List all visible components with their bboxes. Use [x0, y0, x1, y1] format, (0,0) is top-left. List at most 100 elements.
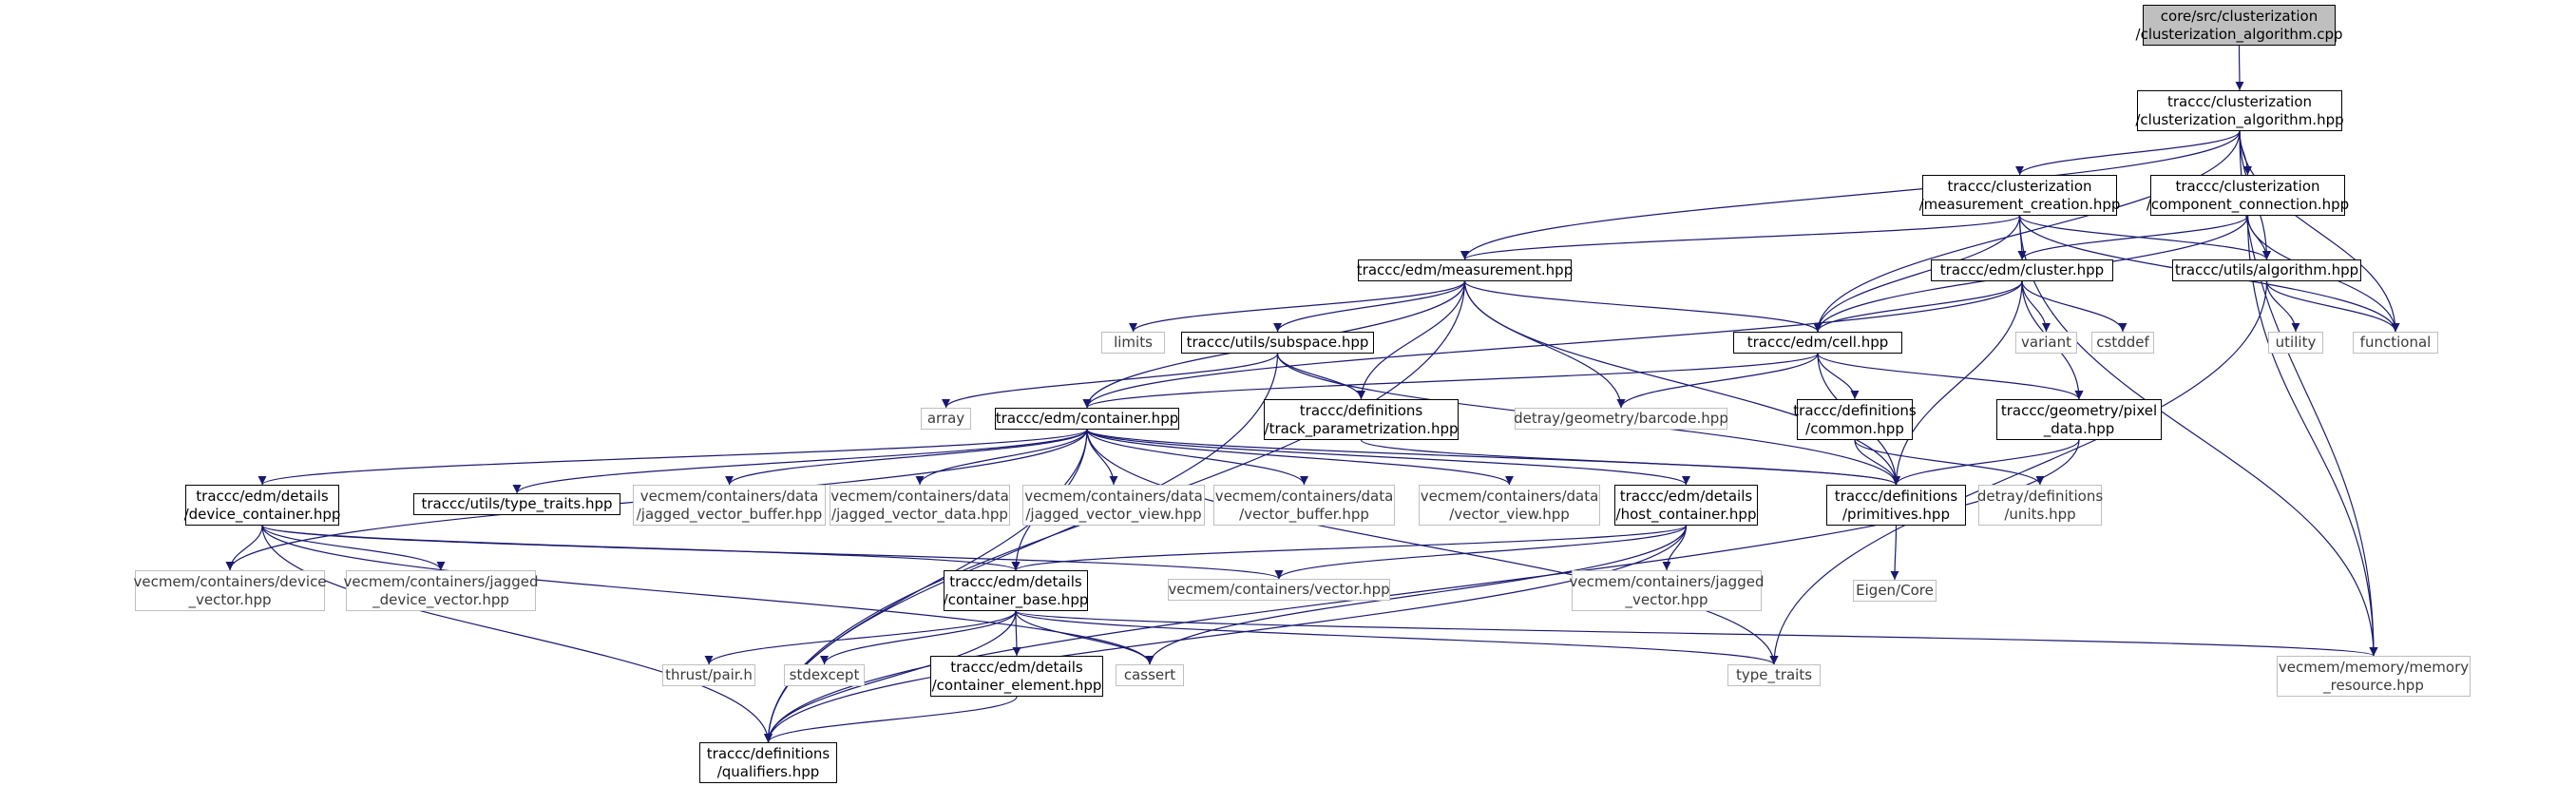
- edge-utils_alg-to-type_traits: [1769, 280, 2268, 665]
- node-units[interactable]: detray/definitions /units.hpp: [1977, 485, 2103, 526]
- node-thrust-pair[interactable]: thrust/pair.h: [662, 664, 755, 686]
- node-functional[interactable]: functional: [2353, 332, 2438, 354]
- node-container-base[interactable]: traccc/edm/details /container_base.hpp: [944, 570, 1088, 611]
- edge-device_container-to-device_vector: [225, 525, 263, 571]
- edge-comp_conn-to-memory_resource: [2246, 215, 2378, 657]
- node-host-container[interactable]: traccc/edm/details /host_container.hpp: [1614, 485, 1758, 526]
- node-jagged-vector[interactable]: vecmem/containers/jagged _vector.hpp: [1570, 570, 1764, 611]
- edge-measurement-to-limits: [1129, 280, 1466, 333]
- edge-alg_hpp-to-cell: [1813, 130, 2241, 333]
- edge-container_base-to-stdexcept: [820, 610, 1017, 665]
- edge-cell-to-pixel_data: [1817, 353, 2084, 400]
- edge-container-to-v_view: [1086, 429, 1514, 486]
- edge-cluster-to-primitives: [1892, 280, 2023, 486]
- edge-cell-to-container: [1082, 353, 1819, 409]
- edge-container_base-to-thrust_pair: [704, 610, 1017, 665]
- node-v-view[interactable]: vecmem/containers/data /vector_view.hpp: [1419, 485, 1600, 526]
- node-stdexcept[interactable]: stdexcept: [784, 664, 865, 686]
- node-eigen-core[interactable]: Eigen/Core: [1853, 580, 1937, 602]
- node-utils-alg[interactable]: traccc/utils/algorithm.hpp: [2172, 259, 2361, 281]
- edge-device_container-to-jagged_device_vector: [261, 525, 446, 571]
- edge-cluster-to-container: [1082, 280, 2023, 409]
- edge-host_container-to-vector_hpp: [1274, 525, 1688, 580]
- edge-cell-to-common: [1817, 353, 1860, 400]
- node-common[interactable]: traccc/definitions /common.hpp: [1793, 399, 1917, 440]
- edge-container-to-host_container: [1086, 429, 1690, 486]
- node-utility[interactable]: utility: [2268, 332, 2323, 354]
- node-device-vector[interactable]: vecmem/containers/device _vector.hpp: [133, 570, 327, 611]
- edge-cluster-to-cell: [1813, 280, 2023, 333]
- node-memory-resource[interactable]: vecmem/memory/memory _resource.hpp: [2277, 656, 2471, 697]
- edge-measurement-to-barcode: [1463, 280, 1626, 409]
- edge-device_container-to-qualifiers: [261, 525, 773, 743]
- node-array[interactable]: array: [921, 408, 971, 430]
- edge-meas_creation-to-cell: [1813, 215, 2021, 333]
- edge-comp_conn-to-cluster: [2017, 215, 2249, 260]
- edge-alg_hpp-to-memory_resource: [2239, 130, 2378, 657]
- edge-utils_alg-to-utility: [2265, 280, 2300, 333]
- node-vector-hpp[interactable]: vecmem/containers/vector.hpp: [1168, 579, 1390, 601]
- edge-container_base-to-memory_resource: [1015, 610, 2377, 657]
- edge-container-to-type_traits: [1086, 429, 1779, 665]
- node-meas-creation[interactable]: traccc/clusterization /measurement_creat…: [1919, 175, 2120, 216]
- node-root: core/src/clusterization /clusterization_…: [2136, 5, 2343, 46]
- node-v-buffer[interactable]: vecmem/containers/data /vector_buffer.hp…: [1213, 485, 1395, 526]
- node-alg-hpp[interactable]: traccc/clusterization /clusterization_al…: [2135, 90, 2344, 131]
- node-pixel-data[interactable]: traccc/geometry/pixel _data.hpp: [1996, 399, 2162, 440]
- edge-measurement-to-track_param: [1357, 280, 1466, 400]
- node-barcode[interactable]: detray/geometry/barcode.hpp: [1514, 408, 1728, 430]
- edge-container_base-to-type_traits: [1015, 610, 1779, 665]
- node-type-traits[interactable]: type_traits: [1727, 664, 1821, 686]
- edge-measurement-to-cell: [1463, 280, 1822, 333]
- edge-container-to-device_container: [258, 429, 1088, 486]
- node-cluster[interactable]: traccc/edm/cluster.hpp: [1931, 259, 2113, 281]
- edge-container_base-to-qualifiers: [764, 610, 1017, 743]
- edge-subspace-to-track_param: [1276, 353, 1365, 400]
- edge-container-to-jv_data: [915, 429, 1088, 486]
- edge-common-to-units: [1854, 439, 2045, 486]
- node-jagged-device-vector[interactable]: vecmem/containers/jagged _device_vector.…: [344, 570, 538, 611]
- node-type-traits-hpp[interactable]: traccc/utils/type_traits.hpp: [413, 493, 620, 515]
- edge-container-to-qualifiers: [764, 429, 1088, 743]
- edge-measurement-to-subspace: [1273, 280, 1466, 333]
- node-device-container[interactable]: traccc/edm/details /device_container.hpp: [184, 485, 340, 526]
- node-cassert[interactable]: cassert: [1116, 664, 1184, 686]
- node-variant[interactable]: variant: [2015, 332, 2077, 354]
- edge-container-to-v_buffer: [1086, 429, 1308, 486]
- edge-container_element-to-qualifiers: [764, 696, 1018, 743]
- node-cstddef[interactable]: cstddef: [2091, 332, 2154, 354]
- node-track-param[interactable]: traccc/definitions /track_parametrizatio…: [1264, 399, 1459, 440]
- node-container-element[interactable]: traccc/edm/details /container_element.hp…: [930, 656, 1103, 697]
- node-primitives[interactable]: traccc/definitions /primitives.hpp: [1826, 485, 1966, 526]
- edge-container-to-type_traits_hpp: [512, 429, 1088, 494]
- edge-container-to-primitives: [1086, 429, 1900, 486]
- edge-meas_creation-to-memory_resource: [2018, 215, 2378, 657]
- edge-alg_hpp-to-functional: [2239, 130, 2400, 333]
- edge-utils_alg-to-functional: [2265, 280, 2400, 333]
- edge-primitives-to-eigen_core: [1890, 525, 1899, 581]
- edge-device_container-to-vector_hpp: [261, 525, 1284, 580]
- edge-alg_hpp-to-meas_creation: [2015, 130, 2241, 176]
- edge-root-to-alg_hpp: [2235, 45, 2244, 91]
- node-jv-buffer[interactable]: vecmem/containers/data /jagged_vector_bu…: [633, 485, 826, 526]
- edge-pixel_data-to-primitives: [1892, 439, 2080, 486]
- node-comp-conn[interactable]: traccc/clusterization /component_connect…: [2147, 175, 2349, 216]
- edge-host_container-to-qualifiers: [764, 525, 1688, 743]
- node-cell[interactable]: traccc/edm/cell.hpp: [1733, 332, 1902, 354]
- node-container[interactable]: traccc/edm/container.hpp: [995, 408, 1179, 430]
- edge-device_container-to-cassert: [261, 525, 1154, 665]
- edge-cluster-to-cstddef: [2021, 280, 2128, 333]
- edge-container_base-to-cassert: [1015, 610, 1154, 665]
- edge-meas_creation-to-measurement: [1460, 215, 2021, 260]
- node-qualifiers[interactable]: traccc/definitions /qualifiers.hpp: [699, 742, 837, 783]
- edge-meas_creation-to-utils_alg: [2018, 215, 2271, 260]
- node-jv-view[interactable]: vecmem/containers/data /jagged_vector_vi…: [1022, 485, 1205, 526]
- node-measurement[interactable]: traccc/edm/measurement.hpp: [1357, 259, 1573, 281]
- node-limits[interactable]: limits: [1101, 332, 1165, 354]
- edge-alg_hpp-to-measurement: [1460, 130, 2241, 260]
- node-subspace[interactable]: traccc/utils/subspace.hpp: [1181, 332, 1374, 354]
- edge-cell-to-barcode: [1616, 353, 1819, 409]
- edge-subspace-to-array: [942, 353, 1279, 409]
- node-jv-data[interactable]: vecmem/containers/data /jagged_vector_da…: [830, 485, 1010, 526]
